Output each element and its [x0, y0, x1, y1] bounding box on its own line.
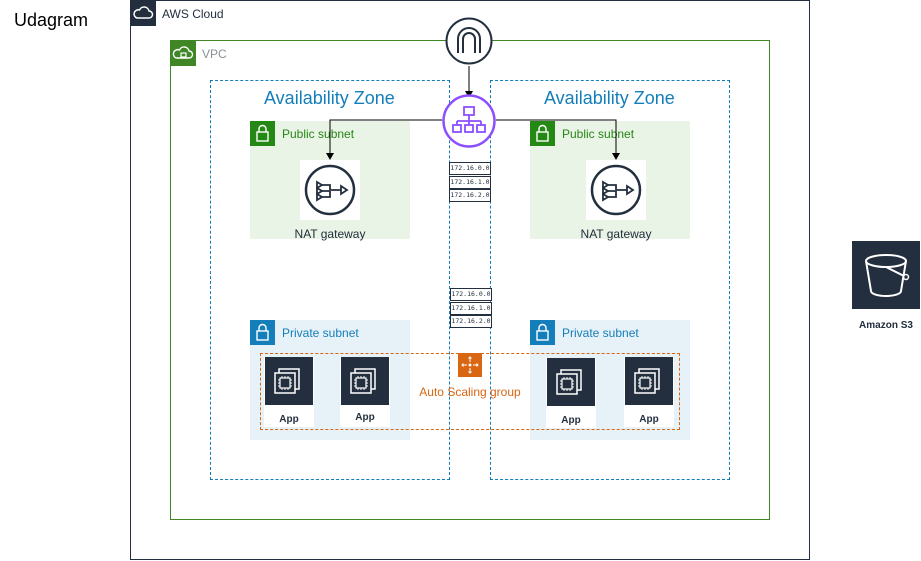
connector-arrowhead [612, 153, 620, 160]
diagram-title: Udagram [14, 10, 89, 30]
lock-icon [530, 320, 555, 345]
ec2-instance: App [340, 357, 390, 427]
app-label: App [639, 414, 659, 425]
lock-icon [250, 320, 275, 345]
lb-to-nat-connector [329, 119, 442, 155]
vpc-cloud-lock-icon [170, 40, 196, 66]
lock-icon [250, 121, 275, 146]
lock-icon [530, 121, 555, 146]
ec2-instance-icon [265, 357, 313, 405]
availability-zone-label: Availability Zone [544, 88, 675, 108]
private-subnet-label: Private subnet [282, 326, 359, 340]
aws-cloud-label: AWS Cloud [162, 7, 224, 21]
ec2-instance: App [264, 357, 314, 427]
route-table-entry: 172.16.0.0 [450, 288, 492, 301]
ec2-instance-icon [341, 357, 389, 405]
nat-gateway-icon [586, 160, 646, 220]
ec2-instance: App [546, 358, 596, 428]
app-label: App [279, 414, 299, 425]
auto-scaling-icon [458, 353, 482, 377]
aws-cloud-group [130, 0, 810, 560]
ec2-instance-icon [547, 358, 595, 406]
nat-gateway-label: NAT gateway [294, 227, 366, 241]
public-subnet-label: Public subnet [282, 127, 355, 141]
route-table-entry: 172.16.2.0 [450, 315, 492, 328]
internet-gateway-icon [445, 17, 493, 65]
lb-to-nat-connector [496, 119, 617, 155]
vpc-label: VPC [202, 47, 227, 61]
route-table-entry: 172.16.0.0 [449, 162, 491, 175]
route-table-entry: 172.16.1.0 [449, 176, 491, 189]
app-label: App [355, 412, 375, 423]
cloud-icon [130, 0, 156, 26]
availability-zone-2 [490, 80, 730, 480]
load-balancer-icon [442, 94, 496, 148]
connector-arrowhead [326, 153, 334, 160]
auto-scaling-group-label: Auto Scaling group [419, 385, 521, 399]
availability-zone-1 [210, 80, 450, 480]
private-subnet-label: Private subnet [562, 326, 639, 340]
app-label: App [561, 415, 581, 426]
s3-bucket-icon [852, 241, 920, 309]
s3-label: Amazon S3 [859, 320, 913, 331]
nat-gateway-label: NAT gateway [580, 227, 652, 241]
nat-gateway-icon [300, 160, 360, 220]
ec2-instance-icon [625, 357, 673, 405]
availability-zone-label: Availability Zone [264, 88, 395, 108]
ec2-instance: App [624, 357, 674, 427]
route-table-entry: 172.16.2.0 [449, 189, 491, 202]
route-table-entry: 172.16.1.0 [450, 302, 492, 315]
